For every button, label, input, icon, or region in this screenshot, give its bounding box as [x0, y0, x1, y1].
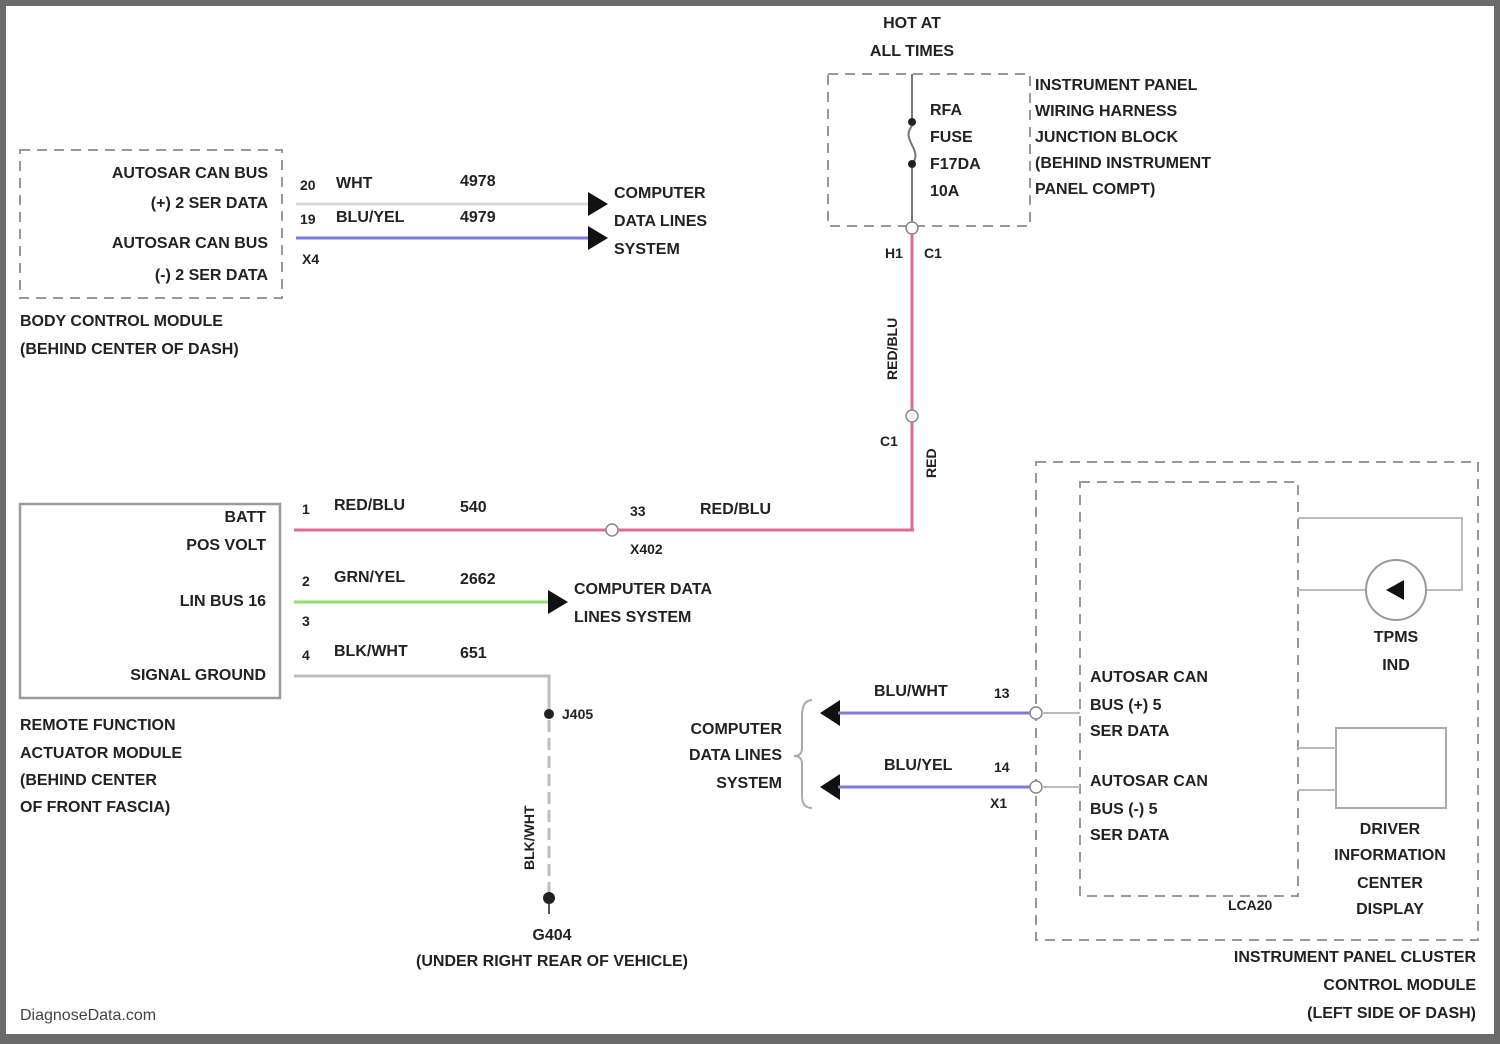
ground-name: G404 — [532, 927, 571, 944]
ground-wire-label: BLK/WHT — [521, 805, 537, 870]
bcm-wire2-circuit: 4979 — [460, 209, 496, 226]
lin-destination-2: LINES SYSTEM — [574, 609, 691, 626]
splice-j405-label: J405 — [562, 706, 593, 722]
fuse-output-pin — [906, 222, 918, 234]
bcm-pin-can-lo: AUTOSAR CAN BUS — [112, 235, 268, 252]
dic-label-2: INFORMATION — [1334, 847, 1446, 864]
rfam-name-3: (BEHIND CENTER — [20, 772, 157, 789]
dic-label-1: DRIVER — [1360, 821, 1421, 838]
bcm-destination-1: COMPUTER — [614, 185, 706, 202]
junction-block-line-4: (BEHIND INSTRUMENT — [1035, 155, 1211, 172]
ipc-can-lo-2: BUS (-) 5 — [1090, 801, 1158, 818]
rfam-pin-batt: BATT — [225, 509, 267, 526]
inline-connector-c1-label: C1 — [880, 433, 898, 449]
fuse-line-1: RFA — [930, 102, 962, 119]
dic-label-3: CENTER — [1357, 875, 1423, 892]
bcm-wire1-color: WHT — [336, 175, 373, 192]
fuse-line-2: FUSE — [930, 129, 973, 146]
ipc-name-3: (LEFT SIDE OF DASH) — [1307, 1005, 1476, 1022]
ipc-destination-2: DATA LINES — [689, 747, 782, 764]
bcm-name-2: (BEHIND CENTER OF DASH) — [20, 341, 239, 358]
ipc-wire1-pin: 13 — [994, 685, 1010, 701]
hot-label-2: ALL TIMES — [870, 43, 954, 60]
splice-j405 — [544, 709, 554, 719]
bcm-pin-can-hi-sub: (+) 2 SER DATA — [151, 195, 269, 212]
bcm-wire2-color: BLU/YEL — [336, 209, 405, 226]
ground-location: (UNDER RIGHT REAR OF VEHICLE) — [416, 953, 688, 970]
rfam-wire2-pin: 2 — [302, 573, 310, 589]
wire-red-blu-right-label: RED/BLU — [700, 501, 771, 518]
watermark: DiagnoseData.com — [20, 1007, 156, 1024]
junction-block-line-3: JUNCTION BLOCK — [1035, 129, 1179, 146]
bcm-wire1-pin: 20 — [300, 177, 316, 193]
rfam-pin-pos-volt: POS VOLT — [186, 537, 266, 554]
dic-display-box — [1336, 728, 1446, 808]
rfam-pin-3: 3 — [302, 613, 310, 629]
bcm-destination-2: DATA LINES — [614, 213, 707, 230]
ipc-can-hi-1: AUTOSAR CAN — [1090, 669, 1208, 686]
dic-label-4: DISPLAY — [1356, 901, 1424, 918]
inline-connector-c1 — [906, 410, 918, 422]
rfam-wire3-pin: 4 — [302, 647, 310, 663]
rfam-name-4: OF FRONT FASCIA) — [20, 799, 170, 816]
ipc-destination-1: COMPUTER — [690, 721, 782, 738]
ipc-wire2-color: BLU/YEL — [884, 757, 953, 774]
tpms-label-1: TPMS — [1374, 629, 1419, 646]
tpms-label-2: IND — [1382, 657, 1410, 674]
ipc-wire1-color: BLU/WHT — [874, 683, 948, 700]
inline-connector-x402 — [606, 524, 618, 536]
rfam-wire1-pin: 1 — [302, 501, 310, 517]
ipc-inner-label: LCA20 — [1228, 897, 1273, 913]
ipc-can-hi-2: BUS (+) 5 — [1090, 697, 1162, 714]
fuse-terminal-top — [908, 118, 916, 126]
bcm-connector: X4 — [302, 251, 319, 267]
bcm-wire2-pin: 19 — [300, 211, 316, 227]
wire-red-vertical-label: RED — [923, 448, 939, 478]
fuse-pin-right: C1 — [924, 245, 942, 261]
bcm-name-1: BODY CONTROL MODULE — [20, 313, 223, 330]
ipc-name-1: INSTRUMENT PANEL CLUSTER — [1234, 949, 1477, 966]
rfam-pin-signal-ground: SIGNAL GROUND — [130, 667, 266, 684]
rfam-pin-lin-bus: LIN BUS 16 — [180, 593, 266, 610]
ipc-pin-13 — [1030, 707, 1042, 719]
lin-destination-1: COMPUTER DATA — [574, 581, 713, 598]
rfam-wire1-color: RED/BLU — [334, 497, 405, 514]
fuse-line-4: 10A — [930, 183, 960, 200]
ipc-destination-3: SYSTEM — [716, 775, 782, 792]
bcm-destination-3: SYSTEM — [614, 241, 680, 258]
rfam-wire1-circuit: 540 — [460, 499, 487, 516]
ipc-connector: X1 — [990, 795, 1007, 811]
hot-label-1: HOT AT — [883, 15, 941, 32]
fuse-pin-left: H1 — [885, 245, 903, 261]
wire-red-blu-vertical-label: RED/BLU — [884, 318, 900, 380]
junction-block-line-5: PANEL COMPT) — [1035, 181, 1155, 198]
ground-point — [543, 892, 555, 904]
ipc-can-hi-3: SER DATA — [1090, 723, 1170, 740]
junction-block-line-1: INSTRUMENT PANEL — [1035, 77, 1198, 94]
ipc-wire2-pin: 14 — [994, 759, 1010, 775]
ipc-name-2: CONTROL MODULE — [1323, 977, 1476, 994]
rfam-wire2-circuit: 2662 — [460, 571, 496, 588]
bcm-pin-can-hi: AUTOSAR CAN BUS — [112, 165, 268, 182]
rfam-wire3-color: BLK/WHT — [334, 643, 408, 660]
bcm-wire1-circuit: 4978 — [460, 173, 496, 190]
fuse-terminal-bottom — [908, 160, 916, 168]
rfam-wire3-circuit: 651 — [460, 645, 487, 662]
junction-block-line-2: WIRING HARNESS — [1035, 103, 1178, 120]
ipc-can-lo-3: SER DATA — [1090, 827, 1170, 844]
rfam-name-2: ACTUATOR MODULE — [20, 745, 182, 762]
fuse-line-3: F17DA — [930, 156, 981, 173]
bcm-pin-can-lo-sub: (-) 2 SER DATA — [155, 267, 269, 284]
rfam-wire2-color: GRN/YEL — [334, 569, 405, 586]
rfam-name-1: REMOTE FUNCTION — [20, 717, 176, 734]
inline-connector-pin: 33 — [630, 503, 646, 519]
ipc-can-lo-1: AUTOSAR CAN — [1090, 773, 1208, 790]
inline-connector-name: X402 — [630, 541, 663, 557]
ipc-pin-14 — [1030, 781, 1042, 793]
